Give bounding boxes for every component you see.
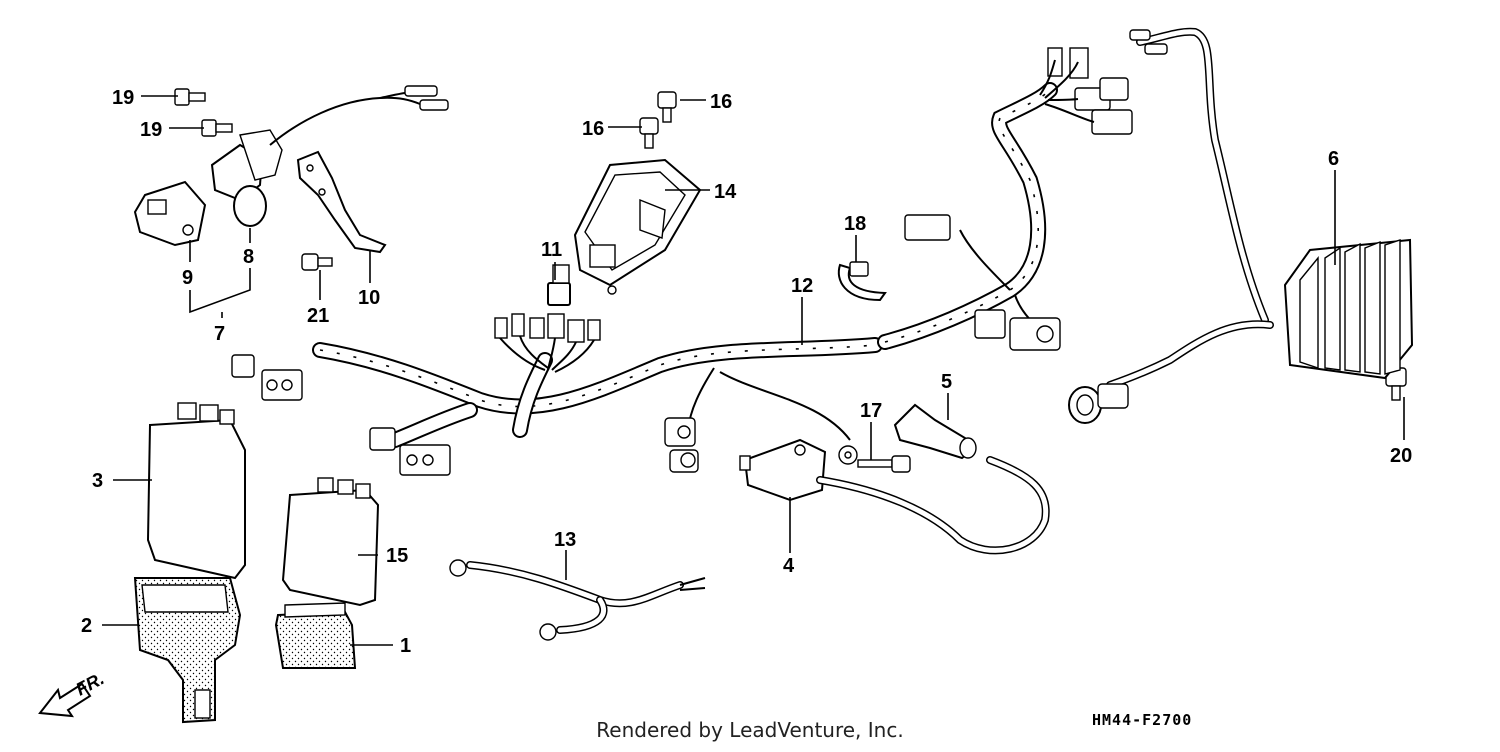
part-16-bolt-lower bbox=[639, 117, 659, 149]
part-15-relay-unit bbox=[281, 477, 380, 607]
callout-14: 14 bbox=[714, 181, 737, 203]
leader-lines bbox=[102, 95, 1405, 646]
part-3-cdi-unit bbox=[146, 402, 246, 580]
part-5-spark-plug-cap bbox=[893, 403, 977, 460]
callout-10: 10 bbox=[358, 287, 380, 309]
callout-17: 17 bbox=[860, 400, 882, 422]
callout-3: 3 bbox=[92, 470, 103, 492]
part-10-bracket bbox=[296, 150, 387, 254]
callout-15: 15 bbox=[386, 545, 408, 567]
callout-21: 21 bbox=[307, 305, 329, 327]
callout-5: 5 bbox=[941, 371, 952, 393]
callout-4: 4 bbox=[783, 555, 795, 577]
callout-16-upper: 16 bbox=[710, 91, 732, 113]
callout-8: 8 bbox=[243, 246, 254, 268]
diagram-code: HM44-F2700 bbox=[1092, 711, 1193, 729]
part-6-regulator-rectifier bbox=[1068, 27, 1414, 424]
callout-19-lower: 19 bbox=[140, 119, 162, 141]
connector-cluster bbox=[494, 313, 601, 373]
callout-labels: 19 19 9 8 7 10 21 11 16 16 14 12 18 17 5… bbox=[81, 87, 1412, 657]
callout-13: 13 bbox=[554, 529, 576, 551]
render-credit: Rendered by LeadVenture, Inc. bbox=[596, 718, 904, 742]
part-11-relay bbox=[547, 264, 571, 306]
part-1-bracket bbox=[274, 602, 357, 669]
callout-19-upper: 19 bbox=[112, 87, 134, 109]
part-18-clamp bbox=[837, 261, 887, 302]
part-16-bolt-upper bbox=[657, 91, 677, 123]
part-13-sub-harness bbox=[449, 559, 706, 641]
part-19-screw-lower bbox=[201, 119, 233, 137]
callout-6: 6 bbox=[1328, 148, 1339, 170]
callout-9: 9 bbox=[182, 267, 193, 289]
front-direction-indicator: FR. bbox=[38, 668, 107, 718]
part-4-ignition-coil bbox=[739, 438, 1050, 555]
callout-16-lower: 16 bbox=[582, 118, 604, 140]
part-2-holder bbox=[133, 577, 242, 724]
callout-20: 20 bbox=[1390, 445, 1412, 467]
part-9-switch bbox=[133, 180, 207, 247]
callout-2: 2 bbox=[81, 615, 92, 637]
part-14-fuse-box bbox=[573, 158, 702, 295]
part-17-bolt bbox=[857, 455, 911, 473]
arrow-left-down-icon bbox=[38, 682, 92, 718]
part-19-screw-upper bbox=[174, 88, 206, 106]
part-8-switch bbox=[210, 85, 449, 227]
part-21-bolt bbox=[301, 253, 333, 271]
callout-11: 11 bbox=[541, 239, 562, 261]
callout-12: 12 bbox=[791, 275, 813, 297]
main-wire-harness bbox=[231, 47, 1133, 476]
callout-18: 18 bbox=[844, 213, 866, 235]
callout-1: 1 bbox=[400, 635, 411, 657]
callout-7: 7 bbox=[214, 323, 225, 345]
